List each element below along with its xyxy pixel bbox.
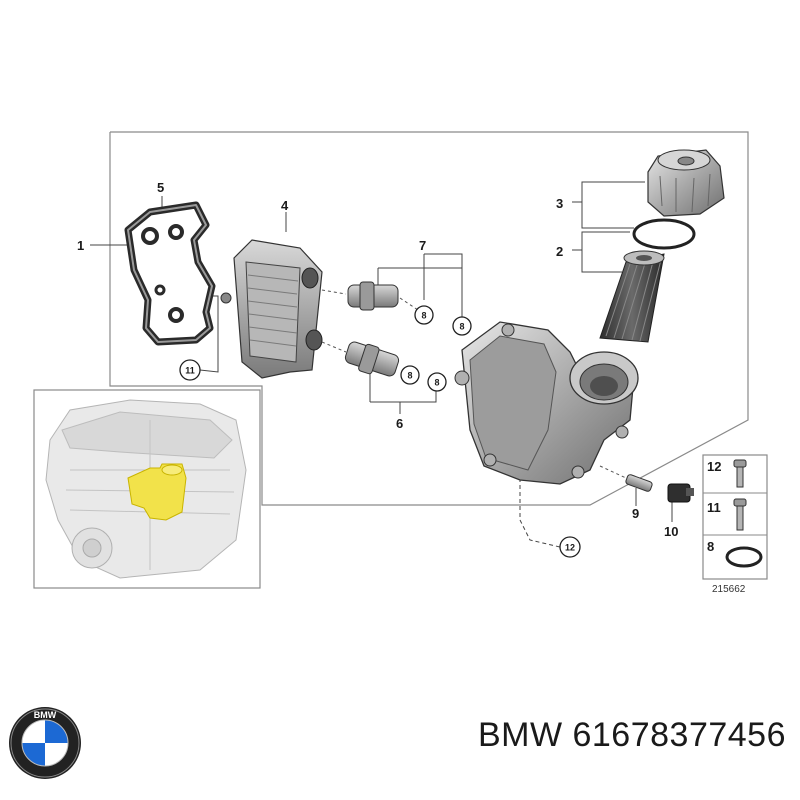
circled-callout-8-d: 8 <box>427 372 447 392</box>
circled-callout-12: 12 <box>559 536 581 558</box>
callout-1: 1 <box>77 238 84 253</box>
fastener-legend: 12 11 8 215662 <box>702 454 768 595</box>
legend-item-12: 12 <box>707 459 721 474</box>
leader-lines <box>90 181 673 548</box>
svg-text:8: 8 <box>407 371 412 381</box>
connector-lower-part <box>321 341 400 377</box>
bolt-long-icon <box>733 498 747 531</box>
filter-cap-part <box>647 149 725 217</box>
gasket-part <box>124 201 216 346</box>
svg-text:BMW: BMW <box>34 710 57 720</box>
svg-text:11: 11 <box>185 366 195 376</box>
reference-code: 215662 <box>712 584 746 595</box>
circled-callout-8-b: 8 <box>452 316 472 336</box>
engine-inset <box>33 389 261 589</box>
circled-callout-8-a: 8 <box>414 305 434 325</box>
legend-item-11: 11 <box>707 500 721 515</box>
svg-text:8: 8 <box>421 311 426 321</box>
svg-text:8: 8 <box>459 322 464 332</box>
callout-10: 10 <box>664 524 678 539</box>
connector-upper-part <box>321 281 419 311</box>
callout-3: 3 <box>556 196 563 211</box>
bmw-logo-icon: BMW <box>9 707 81 779</box>
sensor-part-9 <box>599 465 653 492</box>
seal-ring-icon <box>725 546 763 568</box>
o-ring-part <box>632 218 696 250</box>
oil-cooler-part <box>220 239 323 379</box>
highlighted-part <box>127 463 187 521</box>
callout-9: 9 <box>632 506 639 521</box>
filter-element-part <box>599 250 665 343</box>
legend-item-8: 8 <box>707 539 714 554</box>
part-number-caption: BMW 61678377456 <box>477 716 786 754</box>
callout-6: 6 <box>396 416 403 431</box>
callout-4: 4 <box>281 198 289 213</box>
svg-text:8: 8 <box>434 378 439 388</box>
bolt-short-icon <box>733 459 747 488</box>
circled-callout-11: 11 <box>179 359 201 381</box>
callout-5: 5 <box>157 180 164 195</box>
svg-text:12: 12 <box>565 543 575 553</box>
oil-filter-housing-part <box>454 321 639 485</box>
circled-callout-8-c: 8 <box>400 365 420 385</box>
sensor-part-10 <box>667 483 694 503</box>
callout-2: 2 <box>556 244 563 259</box>
callout-7: 7 <box>419 238 426 253</box>
assembly-frame <box>109 131 749 506</box>
